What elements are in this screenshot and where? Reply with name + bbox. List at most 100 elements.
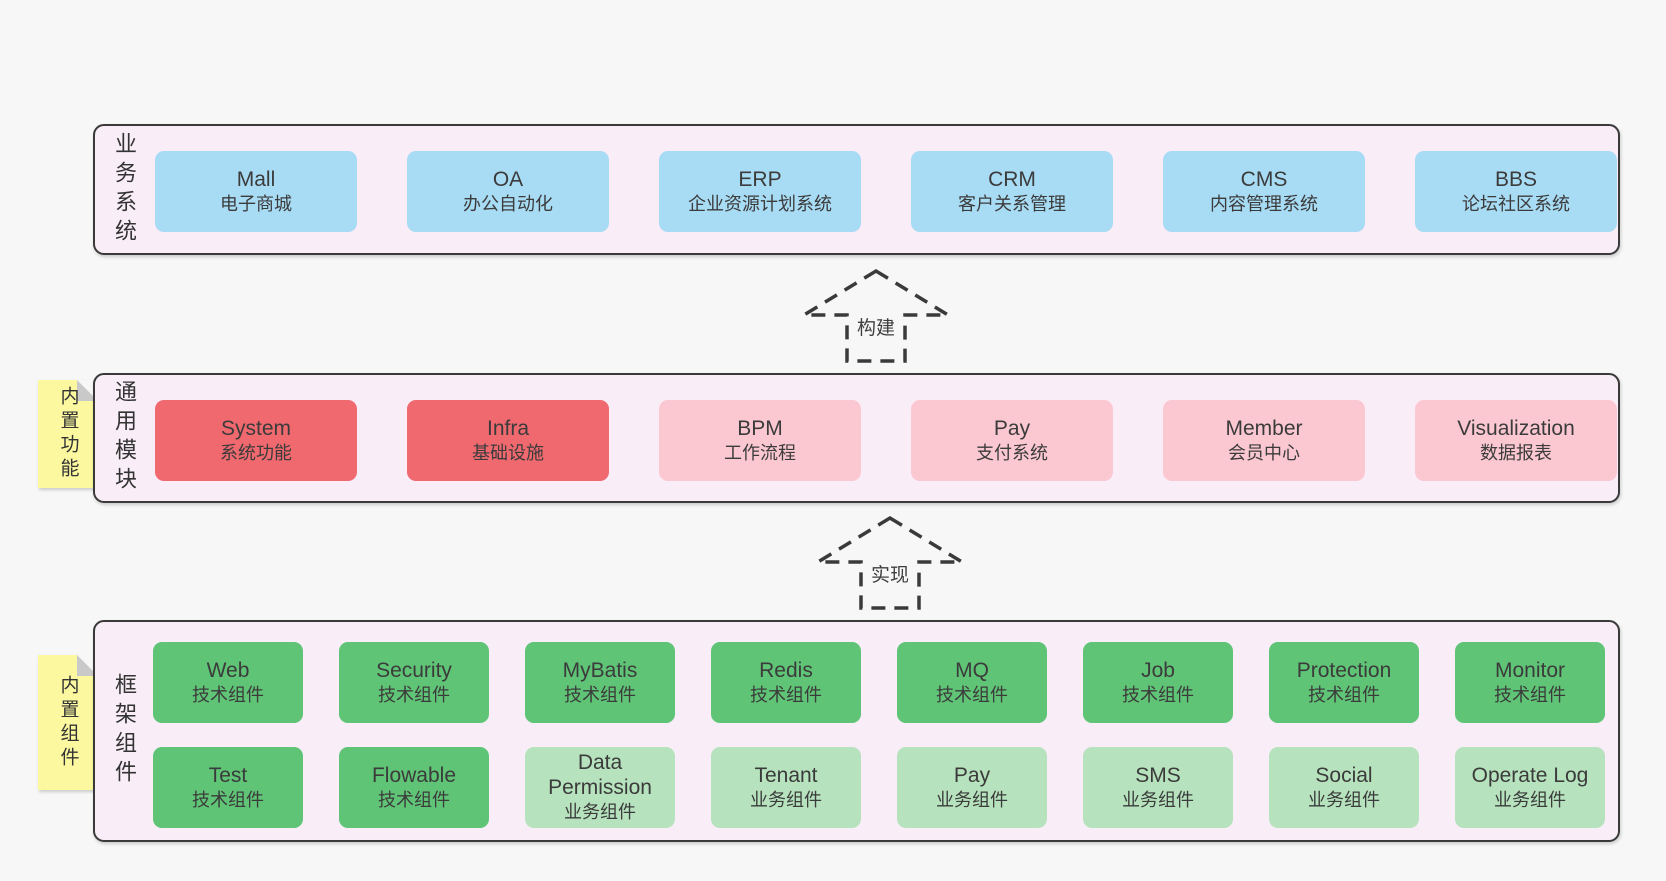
box-en-label: Pay: [993, 416, 1031, 440]
panel-title-framework: 框架组件: [112, 673, 137, 789]
box-zh-label: 办公自动化: [463, 193, 553, 214]
box-zh-label: 工作流程: [724, 442, 796, 463]
box-en-label: CMS: [1240, 167, 1288, 191]
box-zh-label: 企业资源计划系统: [688, 193, 832, 214]
box-sms: SMS 业务组件: [1083, 747, 1233, 828]
box-zh-label: 技术组件: [378, 789, 450, 810]
box-en-label: Job: [1141, 658, 1175, 682]
business-systems-panel: 业务系统 Mall 电子商城 OA 办公自动化 ERP 企业资源计划系统 CRM…: [93, 124, 1620, 255]
box-en-label: Member: [1225, 416, 1303, 440]
box-operate-log: Operate Log 业务组件: [1455, 747, 1605, 828]
box-zh-label: 技术组件: [936, 684, 1008, 705]
box-zh-label: 技术组件: [192, 789, 264, 810]
box-en-label: OA: [492, 167, 524, 191]
box-zh-label: 技术组件: [378, 684, 450, 705]
box-en-label: Operate Log: [1471, 763, 1589, 787]
box-bbs: BBS 论坛社区系统: [1415, 151, 1617, 232]
box-en-label: Web: [206, 658, 250, 682]
sticky-note-label: 内置功能: [57, 386, 79, 482]
box-en-label: ERP: [738, 167, 782, 191]
build-arrow-label: 构建: [852, 312, 900, 341]
box-en-label: Social: [1315, 763, 1373, 787]
box-infra: Infra 基础设施: [407, 400, 609, 481]
box-zh-label: 技术组件: [1122, 684, 1194, 705]
box-data-permission: Data Permission 业务组件: [525, 747, 675, 828]
box-en-label: Visualization: [1457, 416, 1575, 440]
box-en-label: BPM: [737, 416, 783, 440]
box-redis: Redis 技术组件: [711, 642, 861, 723]
box-zh-label: 技术组件: [1308, 684, 1380, 705]
implement-arrow: 实现: [815, 515, 965, 611]
box-en-label: MyBatis: [562, 658, 638, 682]
box-en-label: System: [220, 416, 291, 440]
box-zh-label: 支付系统: [976, 442, 1048, 463]
box-system: System 系统功能: [155, 400, 357, 481]
box-test: Test 技术组件: [153, 747, 303, 828]
box-en-label: SMS: [1135, 763, 1181, 787]
box-zh-label: 业务组件: [1494, 789, 1566, 810]
box-en-label: Protection: [1296, 658, 1392, 682]
box-zh-label: 业务组件: [750, 789, 822, 810]
box-web: Web 技术组件: [153, 642, 303, 723]
sticky-note-label: 内置组件: [57, 674, 79, 771]
box-pay-component: Pay 业务组件: [897, 747, 1047, 828]
box-en-label: Flowable: [371, 763, 457, 787]
box-zh-label: 数据报表: [1480, 442, 1552, 463]
box-job: Job 技术组件: [1083, 642, 1233, 723]
box-zh-label: 业务组件: [564, 802, 636, 822]
box-mall: Mall 电子商城: [155, 151, 357, 232]
box-bpm: BPM 工作流程: [659, 400, 861, 481]
box-zh-label: 技术组件: [1494, 684, 1566, 705]
box-zh-label: 技术组件: [564, 684, 636, 705]
box-erp: ERP 企业资源计划系统: [659, 151, 861, 232]
box-zh-label: 基础设施: [472, 442, 544, 463]
box-oa: OA 办公自动化: [407, 151, 609, 232]
box-en-label: Pay: [953, 763, 991, 787]
box-en-label: Data Permission: [548, 751, 652, 799]
box-protection: Protection 技术组件: [1269, 642, 1419, 723]
business-box-row: Mall 电子商城 OA 办公自动化 ERP 企业资源计划系统 CRM 客户关系…: [155, 151, 1617, 232]
box-mybatis: MyBatis 技术组件: [525, 642, 675, 723]
box-en-label: BBS: [1494, 167, 1538, 191]
box-zh-label: 业务组件: [1308, 789, 1380, 810]
sticky-note-built-in-components: 内置组件: [38, 655, 98, 790]
framework-box-row-2: Test 技术组件 Flowable 技术组件 Data Permission …: [153, 747, 1605, 828]
box-security: Security 技术组件: [339, 642, 489, 723]
box-visualization: Visualization 数据报表: [1415, 400, 1617, 481]
box-monitor: Monitor 技术组件: [1455, 642, 1605, 723]
box-zh-label: 内容管理系统: [1210, 193, 1318, 214]
box-crm: CRM 客户关系管理: [911, 151, 1113, 232]
box-zh-label: 技术组件: [192, 684, 264, 705]
box-en-label: Test: [208, 763, 248, 787]
box-zh-label: 客户关系管理: [958, 193, 1066, 214]
sticky-note-built-in-features: 内置功能: [38, 380, 98, 488]
modules-box-row: System 系统功能 Infra 基础设施 BPM 工作流程 Pay 支付系统…: [155, 400, 1617, 481]
box-mq: MQ 技术组件: [897, 642, 1047, 723]
box-zh-label: 业务组件: [936, 789, 1008, 810]
box-en-label: Infra: [486, 416, 530, 440]
common-modules-panel: 通用模块 System 系统功能 Infra 基础设施 BPM 工作流程 Pay…: [93, 373, 1620, 503]
box-zh-label: 系统功能: [220, 442, 292, 463]
box-en-label: Tenant: [754, 763, 818, 787]
panel-title-modules: 通用模块: [112, 380, 137, 496]
framework-box-row-1: Web 技术组件 Security 技术组件 MyBatis 技术组件 Redi…: [153, 642, 1605, 723]
build-arrow: 构建: [801, 268, 951, 364]
implement-arrow-label: 实现: [866, 559, 914, 588]
box-zh-label: 电子商城: [220, 193, 292, 214]
box-en-label: CRM: [988, 167, 1036, 191]
box-en-label: MQ: [955, 658, 989, 682]
framework-components-panel: 框架组件 Web 技术组件 Security 技术组件 MyBatis 技术组件…: [93, 620, 1620, 842]
box-flowable: Flowable 技术组件: [339, 747, 489, 828]
box-cms: CMS 内容管理系统: [1163, 151, 1365, 232]
box-social: Social 业务组件: [1269, 747, 1419, 828]
box-en-label: Mall: [236, 167, 276, 191]
box-zh-label: 会员中心: [1228, 442, 1300, 463]
box-en-label: Security: [376, 658, 452, 682]
box-en-label: Monitor: [1494, 658, 1566, 682]
box-zh-label: 论坛社区系统: [1462, 193, 1570, 214]
box-zh-label: 技术组件: [750, 684, 822, 705]
panel-title-business: 业务系统: [112, 131, 137, 248]
box-pay-module: Pay 支付系统: [911, 400, 1113, 481]
box-tenant: Tenant 业务组件: [711, 747, 861, 828]
box-zh-label: 业务组件: [1122, 789, 1194, 810]
